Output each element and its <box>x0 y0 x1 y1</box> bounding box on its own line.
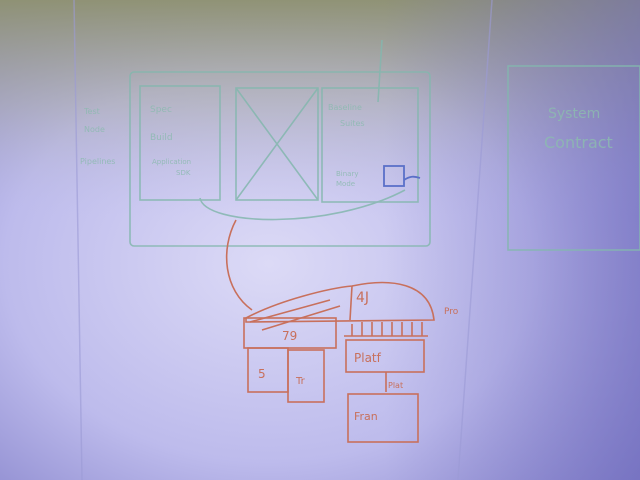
panel-seam-right <box>457 0 493 480</box>
blue-square <box>383 165 405 187</box>
blue-arrow <box>403 175 421 181</box>
teal-diagram <box>129 39 640 251</box>
left-curve <box>225 219 253 311</box>
block-label: 79 <box>282 329 297 343</box>
right-box <box>321 87 419 203</box>
teal-labels: Test Node Pipelines Spec Build Applicati… <box>80 103 613 188</box>
tag-label: Pro <box>444 307 459 317</box>
right-label-b: Contract <box>544 133 613 152</box>
box3-label-b: Suites <box>340 119 365 128</box>
box3-label-c: Binary <box>336 170 359 178</box>
blue-mark <box>383 165 421 187</box>
red-diagram <box>225 219 435 443</box>
side-col-label-a: Test <box>83 107 100 116</box>
box3-label-d: Mode <box>336 180 355 188</box>
arch-label: 4J <box>356 290 369 306</box>
arch-divider <box>349 285 353 321</box>
box1-label-a: Spec <box>150 105 172 115</box>
comb <box>344 322 428 337</box>
block-strokes <box>249 299 341 331</box>
right-board-box <box>507 65 640 251</box>
outer-frame <box>129 71 431 247</box>
box1-label-c: Application <box>152 158 191 166</box>
red-labels: 4J 79 5 Tr Platf Pro Plat Fran <box>258 290 459 423</box>
side-col-label-b: Node <box>84 125 105 134</box>
panel-seam-left <box>73 0 83 480</box>
left-box <box>139 85 221 201</box>
box1-label-b: Build <box>150 133 173 143</box>
box3-label-a: Baseline <box>328 103 362 112</box>
cell-label-b: Tr <box>295 376 306 387</box>
vertical-line <box>377 39 383 103</box>
arch <box>245 281 435 323</box>
right-label-a: System <box>548 106 600 122</box>
platform-label: Platf <box>354 351 382 365</box>
middle-cross <box>235 87 319 201</box>
middle-box <box>235 87 319 201</box>
bottom-box <box>347 393 419 443</box>
bottom-label: Fran <box>354 410 378 423</box>
connector-curve <box>199 189 406 221</box>
cell-right <box>287 349 325 403</box>
block-79 <box>243 317 337 349</box>
platform-box <box>345 339 425 373</box>
side-col-label-c: Pipelines <box>80 157 115 166</box>
box1-label-d: SDK <box>176 169 191 177</box>
cell-label-a: 5 <box>258 367 266 381</box>
side-label: Plat <box>388 381 403 390</box>
